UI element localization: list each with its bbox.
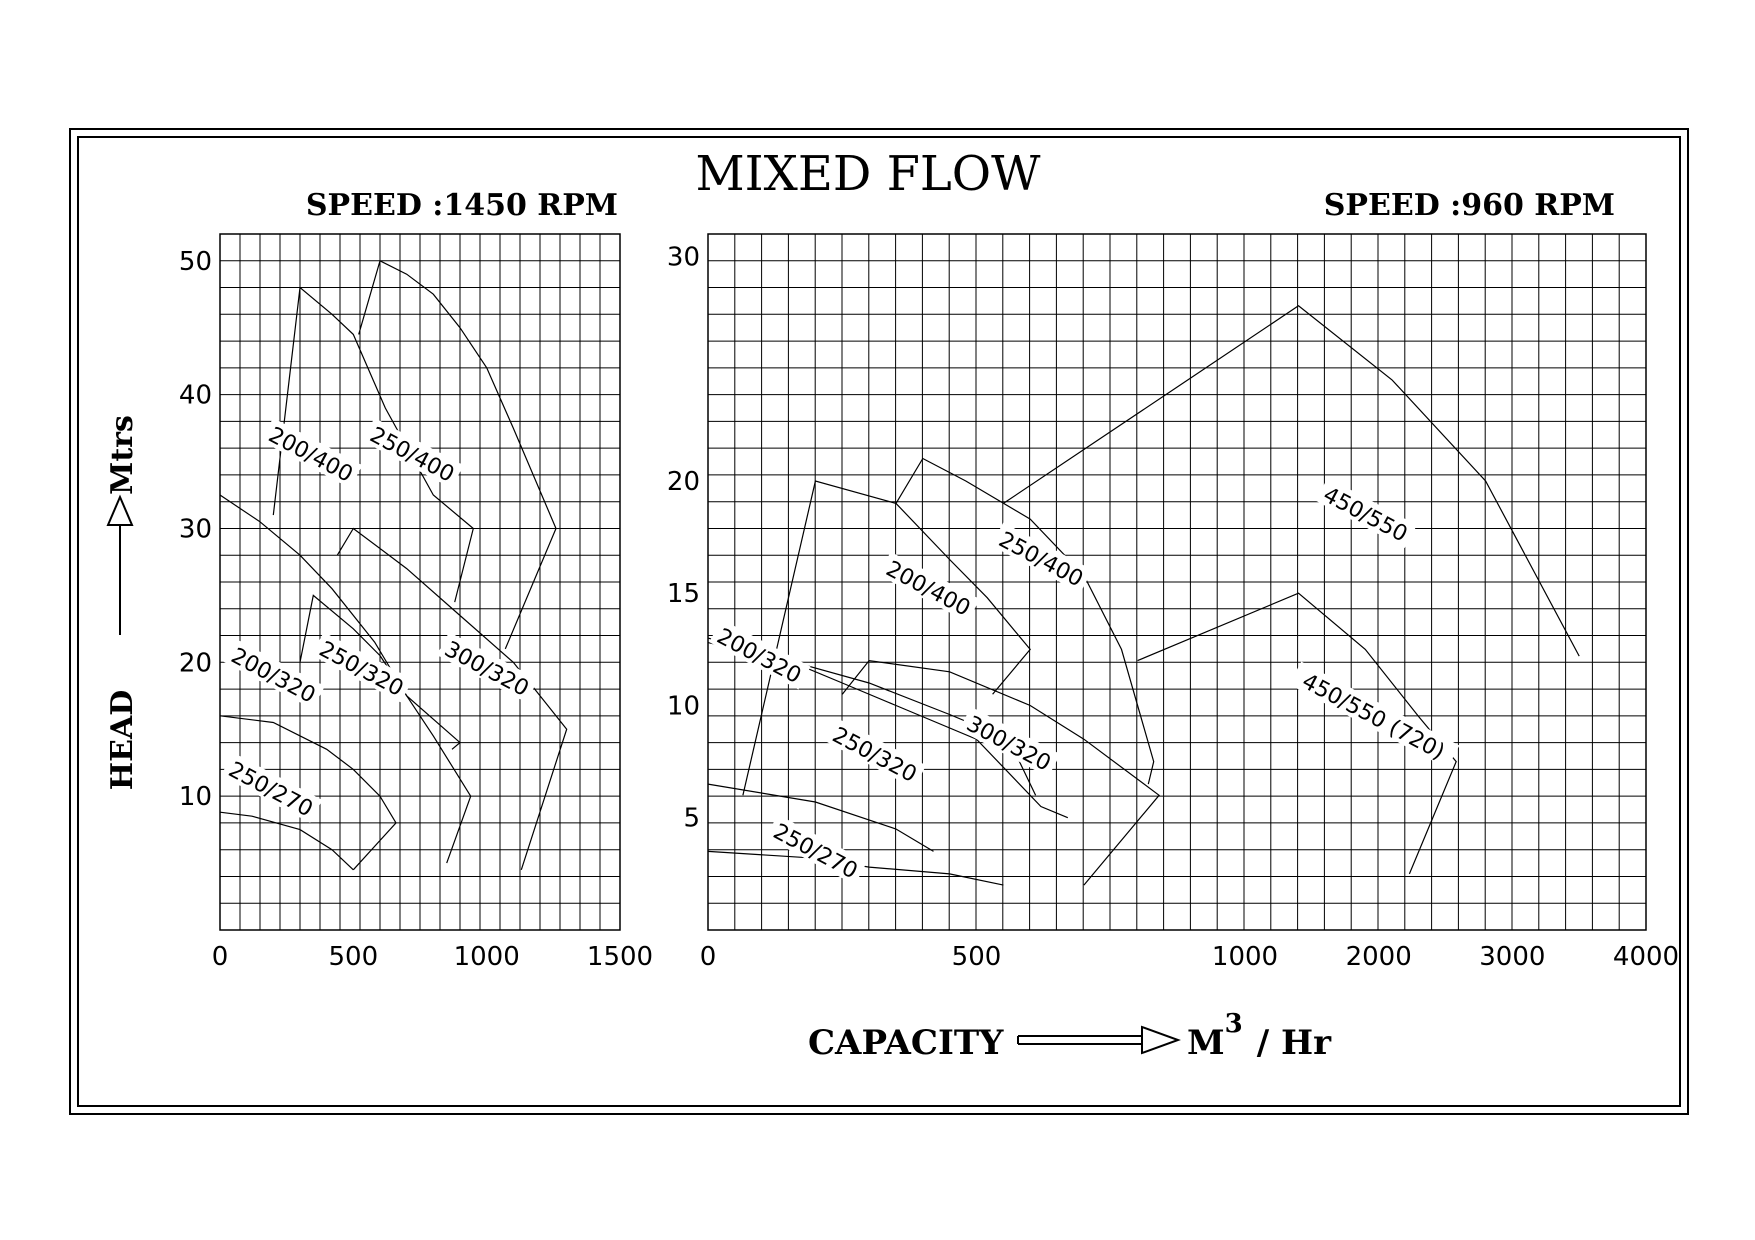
series-line: [219, 811, 354, 871]
series-label-bg: [1315, 477, 1417, 549]
y-tick-label: 15: [667, 579, 700, 609]
left-speed-label: SPEED :1450 RPM: [306, 188, 618, 223]
series-line: [742, 480, 1031, 796]
y-tick-label: 30: [667, 242, 700, 272]
x-tick-label: 0: [700, 942, 717, 972]
x-tick-label: 3000: [1479, 942, 1545, 972]
series-line: [707, 783, 934, 852]
grid: [219, 233, 621, 931]
series-label-group: 450/550: [1315, 477, 1417, 549]
inner-frame: [77, 136, 1681, 1107]
series-label-group: 300/320: [436, 632, 539, 703]
right-arrow-icon: [1017, 1025, 1181, 1055]
series-line: [272, 286, 474, 603]
series-label-group: 250/320: [824, 717, 927, 789]
x-axis-label: CAPACITY: [808, 1023, 1004, 1063]
series-line: [219, 494, 461, 750]
series-label-bg: [991, 522, 1093, 593]
y-axis-label: HEAD: [105, 690, 140, 791]
series-label-bg: [709, 619, 811, 690]
series-label-bg: [1289, 661, 1460, 769]
y-tick-label: 10: [179, 782, 212, 812]
x-tick-label: 0: [212, 942, 229, 972]
outer-frame: [69, 128, 1689, 1115]
plot-border: [707, 233, 1647, 931]
series-label-bg: [223, 638, 325, 710]
series-label-group: 200/320: [223, 638, 325, 710]
series-line: [895, 457, 1155, 785]
series-line: [1137, 592, 1457, 875]
series-line: [841, 659, 1160, 886]
x-tick-label: 1000: [454, 942, 520, 972]
x-axis-unit-suffix: / Hr: [1257, 1023, 1332, 1063]
series-label-bg: [362, 417, 464, 489]
series-line: [1003, 305, 1580, 657]
y-tick-label: 30: [179, 514, 212, 544]
series-label-group: 250/400: [991, 522, 1093, 593]
series-line: [707, 850, 1004, 886]
series-label-group: 250/270: [765, 814, 868, 885]
series-label-bg: [220, 752, 323, 823]
x-tick-label: 1500: [587, 942, 653, 972]
up-arrow-icon: [106, 494, 134, 635]
series-line: [336, 527, 568, 870]
series-label-group: 250/320: [311, 632, 413, 703]
y-tick-label: 40: [179, 381, 212, 411]
series-label-group: 200/400: [260, 417, 363, 489]
series-line: [358, 259, 557, 650]
y-axis-label-group: HEAD Mtrs: [105, 415, 140, 790]
x-tick-label: 4000: [1613, 942, 1679, 972]
series-label-group: 250/400: [362, 417, 464, 489]
y-tick-label: 20: [179, 648, 212, 678]
series-label-bg: [878, 551, 980, 623]
series-label-group: 200/400: [878, 551, 980, 623]
y-tick-label: 5: [683, 804, 700, 834]
x-tick-label: 500: [329, 942, 379, 972]
x-tick-label: 1000: [1212, 942, 1278, 972]
grid: [707, 233, 1647, 931]
y-axis-unit: Mtrs: [105, 415, 140, 495]
series-line: [219, 715, 397, 871]
series-label-bg: [436, 632, 539, 703]
series-label: 450/550 (720): [1298, 669, 1449, 765]
right-speed-label: SPEED :960 RPM: [1324, 188, 1615, 223]
y-tick-label: 10: [667, 691, 700, 721]
series-label-bg: [311, 632, 413, 703]
y-tick-label: 20: [667, 467, 700, 497]
series-label-bg: [765, 814, 868, 885]
y-tick-label: 50: [179, 247, 212, 277]
series-label-group: 200/320: [709, 619, 811, 690]
chart-title: MIXED FLOW: [696, 146, 1042, 202]
x-axis-unit-exponent: 3: [1225, 1009, 1243, 1039]
x-tick-label: 500: [952, 942, 1002, 972]
x-tick-label: 2000: [1346, 942, 1412, 972]
series-label-bg: [260, 417, 363, 489]
x-axis-unit-prefix: M: [1187, 1023, 1225, 1063]
x-axis-unit: M3 / Hr: [1187, 1009, 1332, 1063]
plot-border: [219, 233, 621, 931]
series-label-bg: [958, 706, 1061, 778]
series-label-bg: [824, 717, 927, 789]
